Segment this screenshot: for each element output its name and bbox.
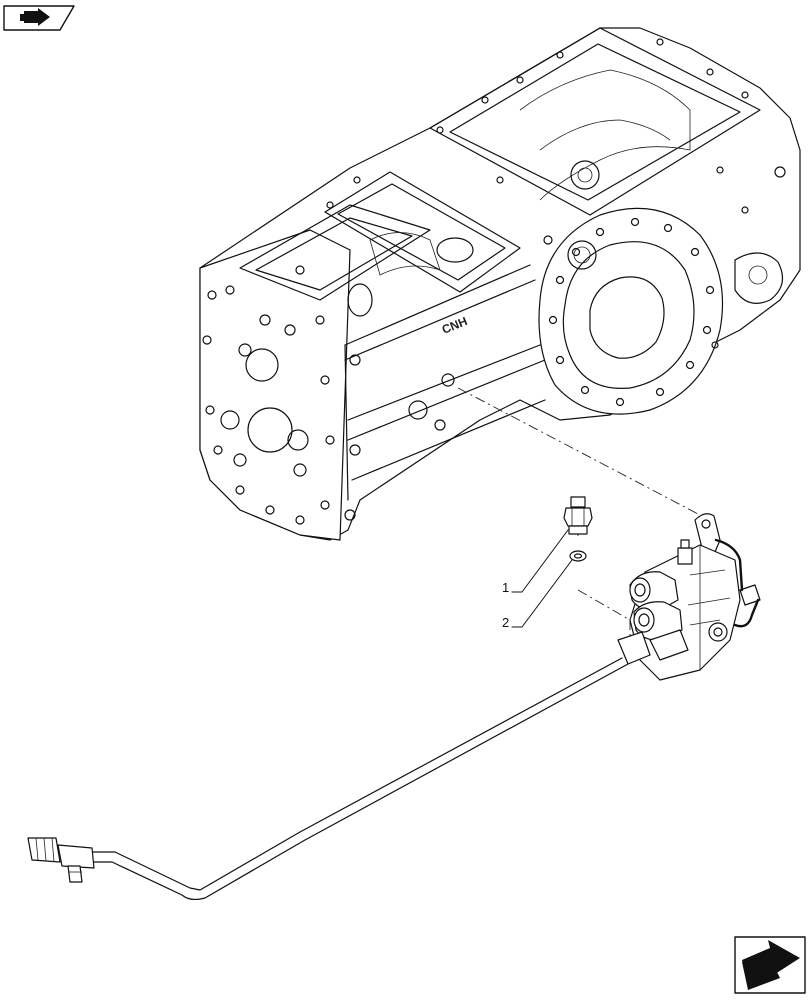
seal-washer-part (569, 550, 587, 562)
pipe-assembly (27, 631, 651, 901)
transmission-housing: CNH (199, 27, 801, 541)
next-page-arrow-icon[interactable] (734, 936, 806, 994)
fitting-part (563, 496, 593, 535)
control-valve-assembly (629, 513, 761, 681)
callout-1-label: 1 (502, 580, 509, 595)
front-face-bolt-holes (202, 265, 335, 525)
callout-2: 2 (502, 559, 573, 630)
callout-2-label: 2 (502, 615, 509, 630)
callout-1: 1 (502, 529, 569, 595)
flange-bolt-holes (548, 217, 715, 407)
nav-arrow-tab-icon[interactable] (3, 5, 75, 31)
